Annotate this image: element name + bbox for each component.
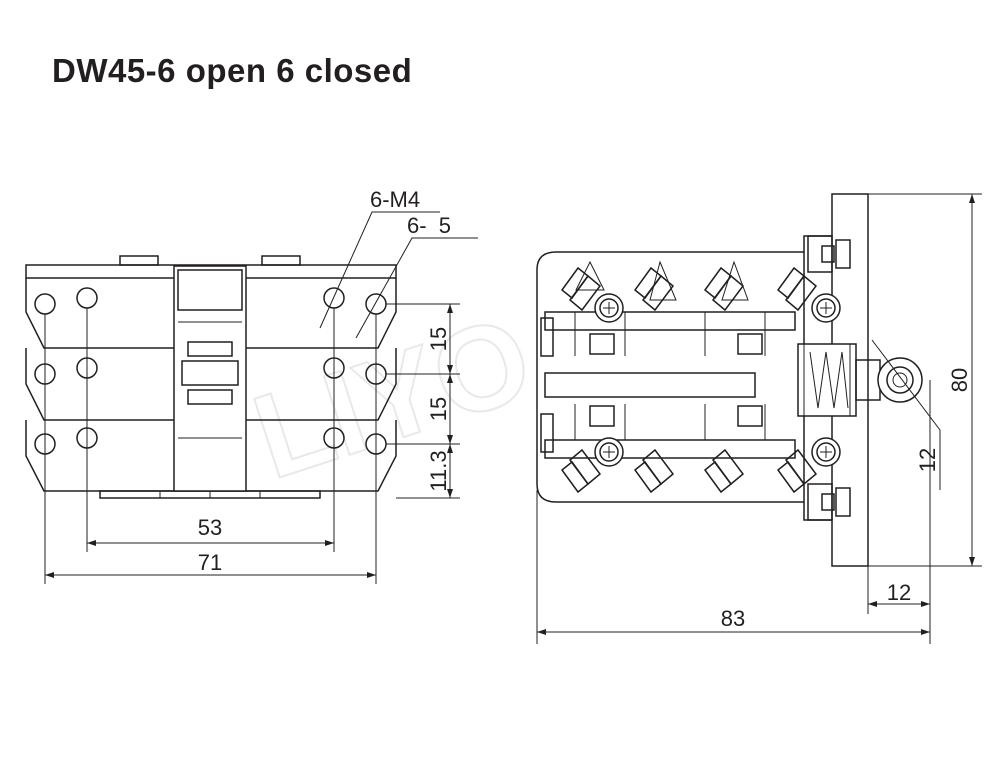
dim-bottom-offset: 11.3: [426, 450, 451, 491]
terminal-screw: [365, 293, 387, 315]
dim-roller-diameter: 12: [915, 448, 940, 472]
callout-leader-hole: [355, 237, 478, 339]
side-body: [536, 251, 805, 503]
spring: [809, 351, 849, 409]
svg-text:LIYO: LIYO: [239, 291, 547, 505]
roller-diameter-leader: [871, 339, 941, 490]
contact-fingers-top: [560, 260, 818, 356]
dim-outer-width: 71: [198, 550, 222, 575]
terminal-screw: [76, 287, 98, 309]
callout-leader-thread: [319, 211, 440, 329]
contact-fingers-bottom: [560, 404, 818, 494]
callout-hole: 6- 5: [407, 213, 451, 238]
terminal-screw: [34, 293, 56, 315]
roller-outer: [877, 357, 923, 403]
actuator-slot-bottom: [187, 389, 233, 405]
top-cap-left: [119, 255, 159, 266]
dim-inner-width: 53: [198, 515, 222, 540]
front-view: 6-M4 6- 5 15 15 11.3 53 71: [25, 187, 478, 584]
dim-row-pitch-2: 15: [426, 397, 451, 421]
roller-inner: [886, 366, 914, 394]
dim-length: 83: [721, 606, 745, 631]
dim-height: 80: [947, 368, 972, 392]
side-view: 80 12 12 83: [536, 193, 982, 644]
plunger-rail: [544, 372, 756, 398]
actuator-slot-top: [187, 341, 233, 357]
dim-row-pitch-1: 15: [426, 327, 451, 351]
dim-roller-offset: 12: [887, 580, 911, 605]
terminal-screw: [323, 287, 345, 309]
callout-thread: 6-M4: [370, 187, 420, 212]
side-terminal-screws: [594, 293, 841, 467]
top-cap-right: [261, 255, 301, 266]
actuator-window: [181, 360, 239, 386]
diagram-title: DW45-6 open 6 closed: [52, 52, 413, 89]
watermark-logo: LIYO: [238, 290, 548, 506]
